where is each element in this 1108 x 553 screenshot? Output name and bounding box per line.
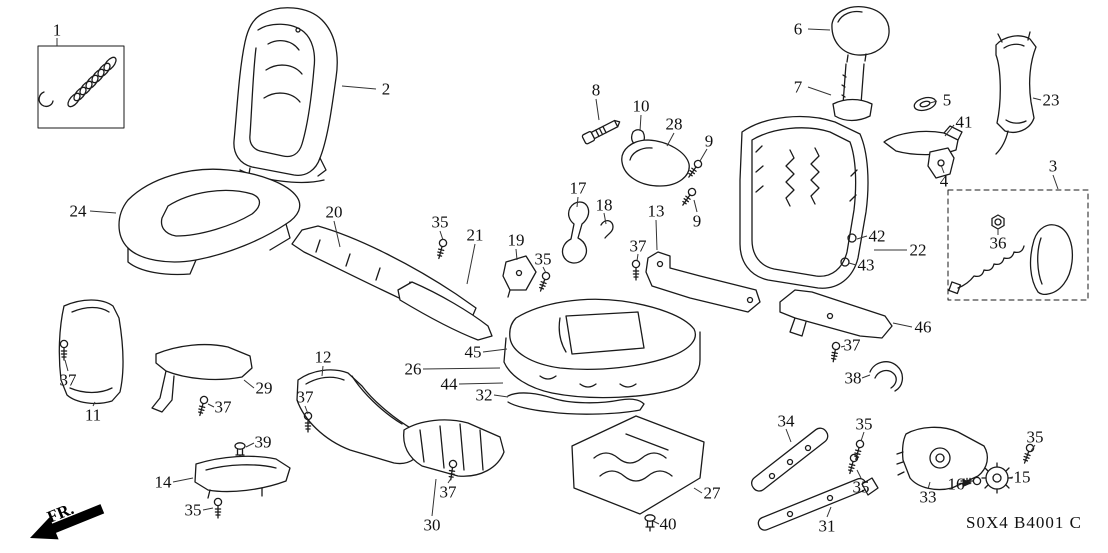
diagram-code: S0X4 B4001 C bbox=[966, 513, 1082, 532]
callout-16-arrow-icon bbox=[963, 479, 972, 487]
part-37-screw-a bbox=[631, 259, 641, 281]
part-19-bracket bbox=[502, 255, 537, 298]
part-27-suspension-mat bbox=[571, 415, 705, 515]
part-14-rear-cover bbox=[194, 455, 291, 499]
part-34-slide-rail-upper bbox=[751, 427, 829, 492]
part-21-rail-garnish-lower bbox=[397, 281, 493, 341]
part-13-bracket bbox=[645, 251, 761, 313]
part-1-spring-clip-kit bbox=[37, 45, 125, 129]
part-24-seat-cushion-trim bbox=[118, 168, 301, 276]
leader-lines bbox=[56, 28, 1059, 525]
part-2-seat-back-cover bbox=[233, 7, 338, 185]
part-32-cushion-wire bbox=[507, 392, 645, 415]
part-29-center-cover bbox=[151, 343, 253, 413]
part-26-cushion-frame bbox=[503, 331, 701, 399]
part-15-recliner-knob bbox=[981, 462, 1013, 494]
part-30-front-cover bbox=[403, 419, 505, 477]
part-45-cushion-pad bbox=[509, 298, 696, 370]
part-36-nut bbox=[991, 214, 1005, 230]
fr-direction-arrow: FR. bbox=[30, 499, 105, 540]
part-17-lever bbox=[561, 201, 590, 264]
part-8-pivot-bolt bbox=[581, 119, 621, 145]
part-35-screw-d bbox=[851, 438, 866, 462]
part-37-screw-b bbox=[829, 341, 841, 364]
part-18-hook bbox=[600, 220, 614, 239]
part-46-inner-rail bbox=[779, 289, 893, 339]
part-22-seat-back-frame bbox=[739, 115, 869, 289]
part-3-harness-kit bbox=[947, 189, 1089, 301]
part-31-slide-rail-lower bbox=[757, 477, 879, 531]
part-4-hinge-bracket bbox=[927, 147, 955, 179]
part-23-back-panel bbox=[995, 31, 1037, 155]
part-37-screw-d bbox=[195, 394, 210, 418]
part-28-armrest bbox=[621, 139, 690, 187]
part-35-screw-b bbox=[536, 270, 552, 293]
part-40-clip bbox=[644, 514, 656, 532]
part-11-side-cover bbox=[58, 299, 124, 405]
part-12-side-lower-cover bbox=[296, 369, 425, 465]
part-35-screw-c bbox=[213, 497, 223, 519]
part-7-headrest-guides bbox=[832, 63, 873, 122]
part-35-screw-f bbox=[1020, 442, 1036, 465]
part-5-cap bbox=[913, 96, 937, 112]
part-38-band-hook bbox=[869, 361, 904, 392]
part-6-headrest bbox=[831, 6, 890, 63]
part-41-armrest-bracket bbox=[883, 125, 963, 156]
part-35-screw-a bbox=[434, 237, 449, 261]
